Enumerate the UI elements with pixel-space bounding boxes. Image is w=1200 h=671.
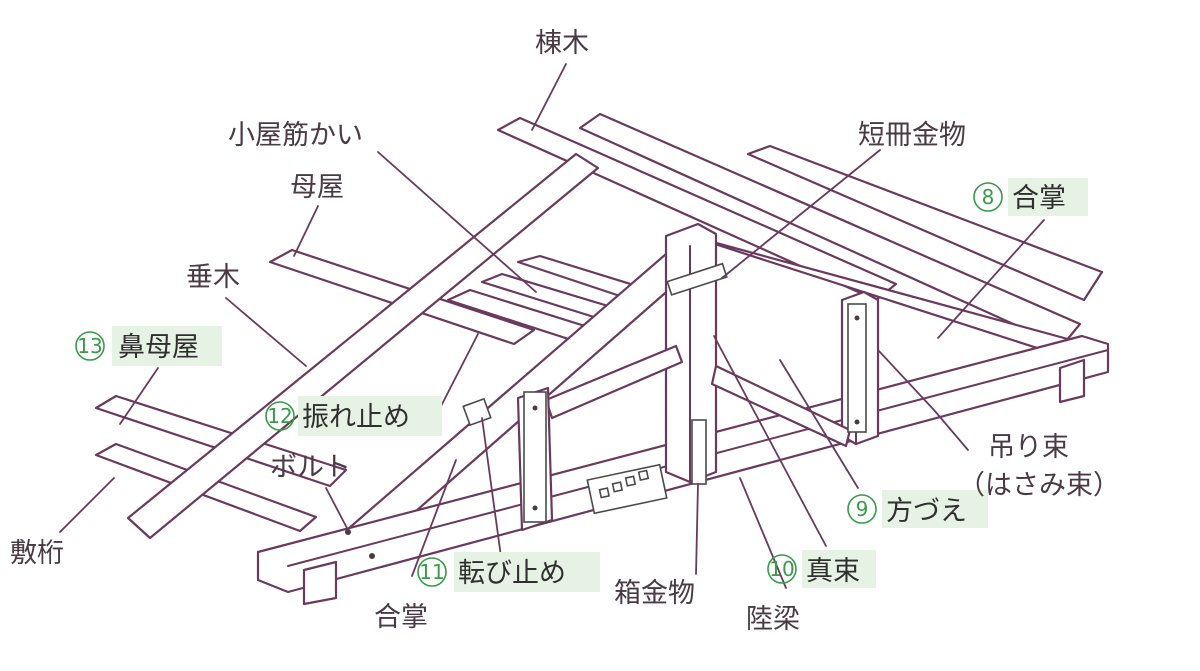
label-moya: 母屋	[290, 172, 344, 203]
label-tsuritsuka-1: 吊り束	[988, 432, 1069, 463]
label-shiketa: 敷桁	[10, 538, 64, 569]
number-circle-11	[417, 557, 447, 587]
label-gassho-top: 合掌	[1012, 183, 1066, 214]
leader-furedome	[437, 333, 479, 413]
plate-hole-4	[854, 419, 860, 425]
label-bolt: ボルト	[270, 452, 351, 483]
label-tsuritsuka-2: （はさみ束）	[958, 470, 1120, 501]
leader-taruki	[225, 297, 307, 367]
number-circle-10	[767, 554, 797, 584]
plate-hole-2	[532, 505, 538, 511]
truss-drawing	[94, 112, 1110, 606]
label-shinzuka: 真束	[806, 556, 860, 587]
label-rikubari: 陸梁	[746, 604, 800, 635]
hako-plate	[691, 419, 707, 485]
number-circle-9	[847, 494, 877, 524]
number-10: 10	[769, 557, 794, 581]
leader-koya-sujikai	[377, 151, 537, 293]
bolt-plate-group	[586, 463, 668, 515]
hozue-strut-left	[544, 344, 684, 420]
highlight-shinzuka	[802, 550, 876, 588]
rikubari-end-block	[302, 560, 338, 606]
label-hozue: 方づえ	[886, 496, 967, 527]
bolt-hole-1	[345, 529, 351, 535]
highlight-boxes	[112, 178, 1088, 592]
label-tanzaku: 短冊金物	[858, 120, 966, 151]
number-circle-12	[265, 401, 295, 431]
number-9: 9	[856, 497, 869, 521]
highlight-korobidome	[454, 552, 600, 592]
tsuritsuka-plate	[847, 303, 867, 433]
number-circle-13	[75, 331, 105, 361]
furedome-clip	[462, 397, 492, 427]
bolt-hole-2	[369, 553, 375, 559]
label-koya-sujikai: 小屋筋かい	[228, 120, 363, 151]
label-bimoya: 鼻母屋	[118, 332, 199, 363]
highlight-gassho-top	[1008, 178, 1088, 216]
leader-shinzuka	[713, 335, 827, 547]
leader-lines	[59, 63, 1045, 589]
number-8: 8	[982, 185, 995, 209]
label-taruki: 垂木	[186, 262, 240, 293]
highlight-bimoya	[112, 326, 222, 366]
tanzaku-plate	[666, 262, 728, 296]
label-munagi: 棟木	[535, 28, 589, 59]
right-end-block	[1058, 358, 1086, 404]
labels: 棟木 小屋筋かい 短冊金物 母屋 合掌 垂木 鼻母屋 振れ止め 吊り束 （はさみ…	[10, 28, 1120, 635]
leader-hakokanamono	[695, 483, 699, 575]
leader-bimoya	[119, 367, 159, 425]
leader-korobidome	[481, 417, 503, 565]
leader-rikubari	[739, 477, 787, 589]
number-circle-8	[973, 182, 1003, 212]
number-13: 13	[77, 334, 102, 358]
taruki-beam	[126, 152, 600, 540]
label-korobidome: 転び止め	[458, 558, 566, 589]
leader-gassho-top	[937, 219, 1045, 339]
leader-tsuritsuka	[877, 349, 969, 451]
label-furedome: 振れ止め	[302, 402, 410, 433]
leader-bolt	[325, 487, 349, 531]
leader-munagi	[531, 63, 567, 131]
label-hakokanamono: 箱金物	[614, 578, 695, 609]
number-11: 11	[419, 560, 444, 584]
shiketa-beam-upper	[94, 394, 348, 488]
number-12: 12	[267, 404, 292, 428]
ridge-rafter-right	[578, 112, 1082, 348]
leader-hozue	[779, 359, 859, 489]
highlight-hozue	[882, 490, 988, 528]
number-markers: 8 13 12 9 10 11	[75, 182, 1003, 587]
plate-hole-3	[854, 315, 860, 321]
leader-shiketa	[59, 477, 115, 533]
leader-gassho-bottom	[411, 459, 457, 577]
munagi-beam	[496, 116, 898, 302]
label-gassho-bottom: 合掌	[374, 602, 428, 633]
hozue-strut-right	[710, 364, 852, 448]
leader-moya	[293, 205, 319, 257]
highlight-furedome	[298, 396, 442, 436]
gassho-plate-left	[523, 391, 547, 523]
plate-hole-1	[532, 405, 538, 411]
leader-tanzaku	[721, 149, 881, 279]
